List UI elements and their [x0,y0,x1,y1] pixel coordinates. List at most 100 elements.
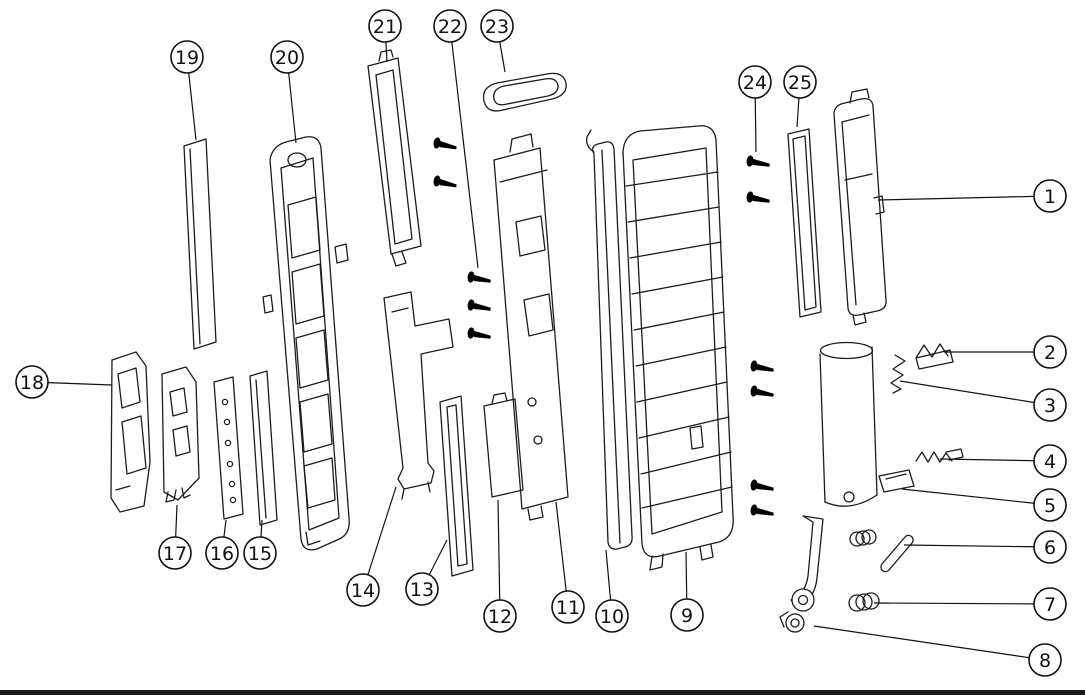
part-9-rear-housing [622,125,734,571]
callout-bubble-23 [480,9,514,43]
leader-line-16 [223,519,227,538]
leader-line-1 [877,195,1035,201]
callout-15: 15 [243,519,277,570]
callout-22: 22 [433,9,479,269]
screw-icon [745,154,771,170]
callout-bubble-17 [158,536,192,570]
part-2-contact-clip [915,343,954,370]
callout-number-23: 23 [485,16,509,38]
part-19-window-panel [183,138,217,350]
callout-number-22: 22 [438,16,462,38]
callout-number-8: 8 [1039,650,1051,672]
leader-line-13 [428,539,448,576]
callout-number-10: 10 [600,606,624,628]
leader-line-3 [899,380,1035,404]
part-8-hinge-bracket [779,515,824,633]
part-11-circuit-board [493,133,569,521]
battery-cylinder [819,341,878,507]
callout-8: 8 [813,625,1062,677]
callout-bubble-25 [783,65,817,99]
callout-number-21: 21 [373,16,397,38]
callout-number-25: 25 [788,72,812,94]
part-25-frame-seal [787,128,822,318]
callout-number-5: 5 [1044,495,1056,517]
callout-12: 12 [483,499,517,633]
callout-17: 17 [158,504,192,570]
part-5-contact-plate [878,469,915,493]
callout-bubble-2 [1033,335,1067,369]
leader-line-19 [188,72,197,141]
leader-line-4 [939,458,1035,462]
part-16-membrane [213,376,244,520]
screw-icon [432,174,458,190]
screw-icon [466,298,492,314]
callout-number-16: 16 [210,543,234,565]
callout-bubble-24 [738,65,772,99]
callout-1: 1 [877,179,1067,213]
callout-bubble-1 [1033,179,1067,213]
callout-bubble-7 [1033,587,1067,621]
leader-line-11 [555,501,567,592]
leader-line-20 [288,72,297,144]
bottom-edge-line [0,690,1085,695]
callout-bubble-18 [15,365,49,399]
callout-11: 11 [551,501,585,624]
callout-13: 13 [405,539,448,606]
leader-line-14 [367,486,397,575]
callout-bubble-21 [368,9,402,43]
leader-line-18 [47,382,113,386]
part-4-small-spring [915,448,964,463]
callout-number-18: 18 [20,372,44,394]
callout-bubble-22 [433,9,467,43]
callout-number-7: 7 [1044,594,1056,616]
callout-bubble-3 [1033,388,1067,422]
callout-4: 4 [939,444,1067,478]
leader-line-8 [813,625,1030,659]
callout-bubble-4 [1033,444,1067,478]
leader-line-5 [901,488,1035,504]
leader-line-17 [175,504,178,538]
screw-icon [749,503,775,519]
parts-drawing [110,49,964,633]
callout-21: 21 [368,9,402,63]
callout-2: 2 [944,335,1067,369]
callout-bubble-13 [405,572,439,606]
callout-number-13: 13 [410,579,434,601]
callout-bubble-6 [1033,530,1067,564]
leader-line-22 [451,41,479,269]
callout-23: 23 [480,9,514,73]
callout-3: 3 [899,380,1067,422]
callout-number-6: 6 [1044,537,1056,559]
part-20-front-housing [262,136,350,551]
callout-number-9: 9 [681,605,693,627]
part-13-lower-plate [439,395,474,577]
callout-6: 6 [903,530,1067,564]
callout-bubble-11 [551,590,585,624]
callout-14: 14 [346,486,397,607]
callout-bubble-15 [243,536,277,570]
callout-number-1: 1 [1044,186,1056,208]
callout-7: 7 [873,587,1067,621]
callout-number-12: 12 [488,606,512,628]
leader-line-6 [903,544,1035,548]
screw-icon [432,136,458,152]
leader-line-9 [685,551,688,600]
part-7-coil-spring [848,592,880,612]
callout-number-15: 15 [248,543,272,565]
callout-number-14: 14 [351,580,375,602]
screw-icon [749,478,775,494]
leader-line-7 [873,602,1035,605]
callout-bubble-9 [670,598,704,632]
leader-line-24 [754,97,757,153]
callout-bubble-20 [270,40,304,74]
part-18-left-bracket [110,351,151,513]
callout-18: 18 [15,365,113,399]
callout-bubble-12 [483,599,517,633]
leader-line-23 [499,41,506,73]
leader-line-10 [605,549,612,601]
callout-number-17: 17 [163,543,187,565]
part-1-rear-cover [833,88,887,326]
part-17-inner-plate [161,366,200,503]
